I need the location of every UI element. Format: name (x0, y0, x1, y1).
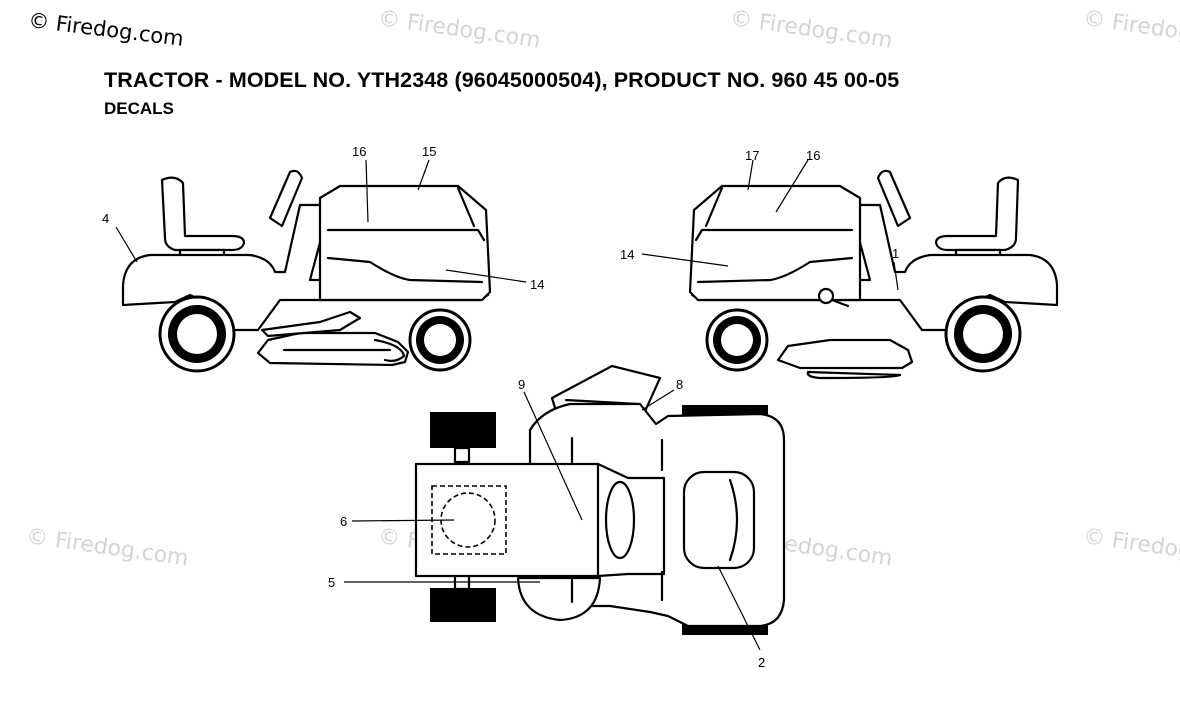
callout-17: 17 (745, 148, 759, 163)
callout-2: 2 (758, 655, 765, 670)
callout-1: 1 (892, 246, 899, 261)
steering-wheel (268, 169, 304, 228)
steering-wheel (876, 169, 912, 228)
callout-16-left: 16 (352, 144, 366, 159)
callout-6: 6 (340, 514, 347, 529)
callout-14-right: 14 (620, 247, 634, 262)
hood (318, 184, 492, 302)
tractor-left-side-view (121, 169, 492, 373)
callout-14-left: 14 (530, 277, 544, 292)
hood-top (414, 462, 666, 578)
seat-top (682, 470, 756, 570)
mower-deck (776, 338, 914, 370)
callout-15: 15 (422, 144, 436, 159)
callout-4: 4 (102, 211, 109, 226)
page-subtitle: DECALS (104, 99, 174, 118)
page-title: TRACTOR - MODEL NO. YTH2348 (96045000504… (104, 68, 900, 92)
callout-9: 9 (518, 377, 525, 392)
callout-5: 5 (328, 575, 335, 590)
tractor-top-view (414, 364, 786, 635)
seat (160, 176, 246, 252)
seat (934, 176, 1020, 252)
tractor-right-side-view (688, 169, 1059, 380)
callout-8: 8 (676, 377, 683, 392)
callout-16-right: 16 (806, 148, 820, 163)
leader-lines (115, 159, 899, 651)
